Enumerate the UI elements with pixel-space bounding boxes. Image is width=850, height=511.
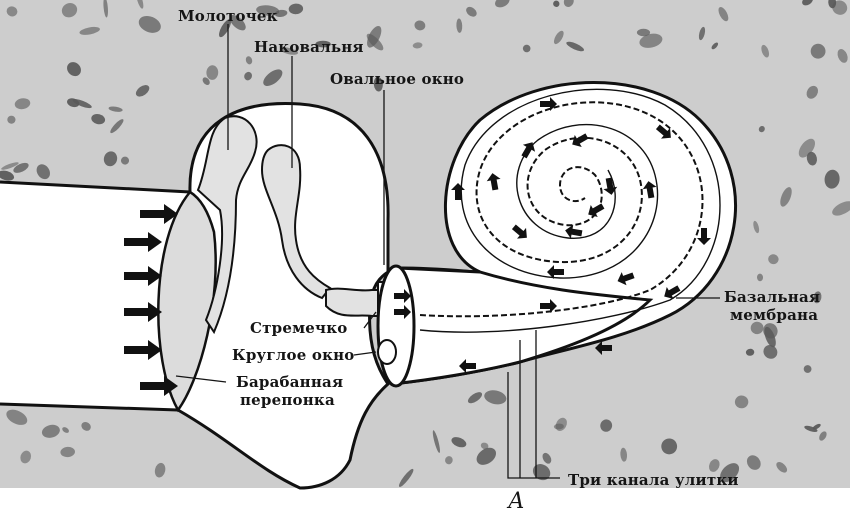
label-stapes: Стремечко xyxy=(250,319,347,337)
label-tympanic-2: перепонка xyxy=(240,391,335,409)
label-three-canals: Три канала улитки xyxy=(568,471,739,489)
label-malleus: Молоточек xyxy=(178,7,278,25)
label-basilar-membrane-1: Базальная xyxy=(724,288,820,306)
label-basilar-membrane-2: мембрана xyxy=(730,306,818,324)
oval-window xyxy=(378,266,414,386)
label-round-window: Круглое окно xyxy=(232,346,355,364)
label-tympanic-1: Барабанная xyxy=(236,373,343,391)
figure-letter: А xyxy=(506,489,525,511)
label-incus: Наковальня xyxy=(254,38,364,56)
label-oval-window: Овальное окно xyxy=(330,70,464,88)
round-window xyxy=(378,340,396,364)
bottom-margin xyxy=(0,488,850,511)
